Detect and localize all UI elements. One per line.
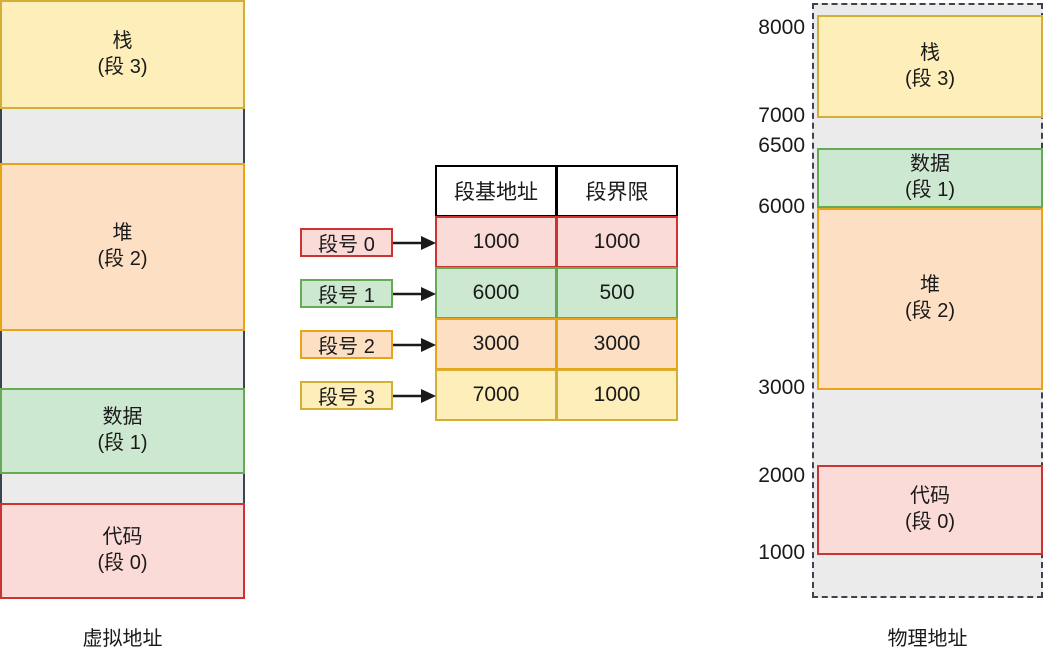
physical-block-code: 代码 (段 0) xyxy=(817,465,1043,555)
virtual-gap-1 xyxy=(0,109,245,163)
physical-block-data: 数据 (段 1) xyxy=(817,148,1043,208)
segment-number-label-0: 段号 0 xyxy=(300,228,393,257)
physical-block-stack-line1: 栈 xyxy=(920,41,940,64)
segment-table-row-3-base: 7000 xyxy=(435,369,557,421)
physical-block-code-line1: 代码 xyxy=(910,485,950,508)
virtual-block-heap-line1: 堆 xyxy=(112,222,133,245)
virtual-block-data: 数据 (段 1) xyxy=(0,388,245,474)
virtual-block-stack: 栈 (段 3) xyxy=(0,0,245,109)
segment-arrow-3 xyxy=(393,389,436,403)
segment-number-label-3: 段号 3 xyxy=(300,381,393,410)
physical-tick-7000: 7000 xyxy=(758,104,805,127)
physical-block-stack: 栈 (段 3) xyxy=(817,15,1043,118)
segment-table-row-3-limit: 1000 xyxy=(556,369,678,421)
virtual-block-code-line2: (段 0) xyxy=(97,552,148,574)
physical-address-caption: 物理地址 xyxy=(887,628,968,650)
virtual-block-code-line1: 代码 xyxy=(102,526,143,549)
segment-table-row-2-base: 3000 xyxy=(435,318,557,370)
physical-block-heap-line1: 堆 xyxy=(920,274,940,297)
virtual-address-caption: 虚拟地址 xyxy=(82,628,163,650)
virtual-block-heap-line2: (段 2) xyxy=(97,248,148,270)
virtual-block-code: 代码 (段 0) xyxy=(0,503,245,599)
physical-tick-8000: 8000 xyxy=(758,16,805,39)
virtual-block-stack-line2: (段 3) xyxy=(97,55,148,78)
virtual-block-data-line2: (段 1) xyxy=(97,432,148,454)
segment-number-label-2: 段号 2 xyxy=(300,330,393,359)
segment-arrow-2 xyxy=(393,338,436,352)
segment-number-label-1: 段号 1 xyxy=(300,279,393,308)
segment-arrow-0 xyxy=(393,236,436,250)
physical-block-data-line1: 数据 xyxy=(910,153,950,176)
physical-block-stack-line2: (段 3) xyxy=(905,67,955,90)
segment-table-header-base: 段基地址 xyxy=(435,165,557,217)
segment-table-row-1-base: 6000 xyxy=(435,267,557,319)
virtual-block-data-line1: 数据 xyxy=(102,406,143,429)
segment-table-header-limit: 段界限 xyxy=(556,165,678,217)
segment-table-row-0-base: 1000 xyxy=(435,216,557,268)
segment-table-row-1-limit: 500 xyxy=(556,267,678,319)
segment-table-row-2-limit: 3000 xyxy=(556,318,678,370)
physical-tick-3000: 3000 xyxy=(758,376,805,399)
virtual-block-stack-line1: 栈 xyxy=(112,29,133,52)
physical-tick-6000: 6000 xyxy=(758,195,805,218)
physical-block-heap-line2: (段 2) xyxy=(905,300,955,322)
physical-block-data-line2: (段 1) xyxy=(905,179,955,201)
physical-tick-6500: 6500 xyxy=(758,134,805,157)
physical-block-code-line2: (段 0) xyxy=(905,511,955,533)
virtual-gap-3 xyxy=(0,474,245,503)
segment-table-row-0-limit: 1000 xyxy=(556,216,678,268)
virtual-gap-2 xyxy=(0,331,245,388)
physical-tick-1000: 1000 xyxy=(758,541,805,564)
segment-arrow-1 xyxy=(393,287,436,301)
physical-block-heap: 堆 (段 2) xyxy=(817,208,1043,390)
physical-tick-2000: 2000 xyxy=(758,464,805,487)
virtual-block-heap: 堆 (段 2) xyxy=(0,163,245,331)
